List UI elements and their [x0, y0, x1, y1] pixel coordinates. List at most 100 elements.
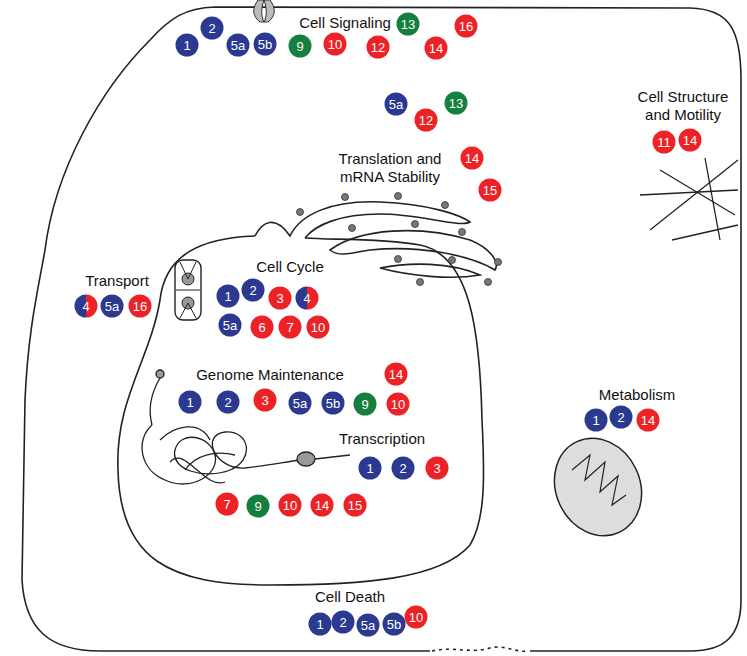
callout-number: 3 [253, 393, 277, 408]
cell-membrane [22, 250, 430, 651]
number-circle: 2 [241, 278, 265, 302]
category-label: Cell Cycle [240, 258, 340, 276]
callout-number: 5a [356, 618, 380, 633]
callout-number: 5a [100, 299, 124, 314]
number-circle: 16 [454, 14, 478, 38]
number-circle: 10 [306, 315, 330, 339]
number-circle: 14 [678, 128, 702, 152]
number-circle: 14 [636, 408, 660, 432]
number-circle: 15 [478, 178, 502, 202]
callout-number: 4 [295, 291, 319, 306]
number-circle: 3 [425, 456, 449, 480]
number-circle: 4 [295, 286, 319, 310]
callout-number: 7 [215, 497, 239, 512]
number-circle: 5b [321, 391, 345, 415]
callout-number: 14 [460, 151, 484, 166]
callout-number: 1 [175, 38, 199, 53]
callout-number: 15 [343, 498, 367, 513]
number-circle: 3 [268, 286, 292, 310]
number-circle: 14 [460, 146, 484, 170]
callout-number: 9 [288, 39, 312, 54]
callout-number: 14 [310, 498, 334, 513]
category-label: Cell Death [300, 588, 400, 606]
callout-number: 16 [454, 19, 478, 34]
number-circle: 2 [216, 390, 240, 414]
callout-number: 10 [278, 498, 302, 513]
number-circle: 12 [414, 108, 438, 132]
ribosomes [297, 193, 502, 286]
callout-number: 1 [584, 413, 608, 428]
number-circle: 2 [200, 16, 224, 40]
callout-number: 5a [226, 38, 250, 53]
number-circle: 15 [343, 493, 367, 517]
number-circle: 5a [226, 33, 250, 57]
callout-number: 2 [241, 283, 265, 298]
number-circle: 5a [218, 313, 242, 337]
number-circle: 1 [584, 408, 608, 432]
number-circle: 14 [310, 493, 334, 517]
number-circle: 11 [652, 130, 676, 154]
category-label: Metabolism [582, 386, 692, 404]
number-circle: 10 [404, 605, 428, 629]
number-circle: 12 [366, 35, 390, 59]
number-circle: 5a [100, 294, 124, 318]
callout-number: 9 [246, 499, 270, 514]
number-circle: 5a [288, 391, 312, 415]
callout-number: 14 [384, 367, 408, 382]
membrane-blebbing [432, 647, 528, 651]
callout-number: 1 [178, 395, 202, 410]
callout-number: 3 [425, 461, 449, 476]
callout-number: 10 [323, 37, 347, 52]
number-circle: 10 [323, 32, 347, 56]
callout-number: 12 [414, 113, 438, 128]
number-circle: 9 [353, 392, 377, 416]
callout-number: 14 [678, 133, 702, 148]
number-circle: 2 [391, 456, 415, 480]
mitotic-cell [175, 260, 201, 320]
callout-number: 2 [391, 461, 415, 476]
endoplasmic-reticulum [380, 264, 480, 277]
number-circle: 10 [386, 392, 410, 416]
callout-number: 5a [384, 97, 408, 112]
number-circle: 1 [175, 33, 199, 57]
callout-number: 10 [404, 610, 428, 625]
chromatin [142, 370, 350, 484]
number-circle: 7 [278, 315, 302, 339]
number-circle: 5b [382, 612, 406, 636]
number-circle: 1 [308, 612, 332, 636]
number-circle: 7 [215, 492, 239, 516]
number-circle: 9 [246, 494, 270, 518]
callout-number: 5a [288, 396, 312, 411]
number-circle: 13 [444, 91, 468, 115]
number-circle: 16 [128, 294, 152, 318]
callout-number: 1 [216, 289, 240, 304]
category-label: Cell Signaling [280, 14, 410, 32]
callout-number: 7 [278, 320, 302, 335]
callout-number: 5b [321, 396, 345, 411]
number-circle: 3 [253, 388, 277, 412]
callout-number: 2 [331, 615, 355, 630]
callout-number: 15 [478, 183, 502, 198]
callout-number: 2 [200, 21, 224, 36]
callout-number: 4 [74, 299, 98, 314]
callout-number: 2 [609, 410, 633, 425]
callout-number: 6 [250, 320, 274, 335]
mitochondrion [539, 424, 657, 550]
number-circle: 1 [178, 390, 202, 414]
number-circle: 14 [424, 36, 448, 60]
callout-number: 14 [636, 413, 660, 428]
callout-number: 13 [444, 96, 468, 111]
number-circle: 5a [356, 613, 380, 637]
number-circle: 6 [250, 315, 274, 339]
number-circle: 9 [288, 34, 312, 58]
callout-number: 5b [253, 37, 277, 52]
callout-number: 12 [366, 40, 390, 55]
number-circle: 5a [384, 92, 408, 116]
number-circle: 2 [609, 405, 633, 429]
number-circle: 1 [216, 284, 240, 308]
callout-number: 16 [128, 299, 152, 314]
number-circle: 2 [331, 610, 355, 634]
callout-number: 14 [424, 41, 448, 56]
number-circle: 14 [384, 362, 408, 386]
